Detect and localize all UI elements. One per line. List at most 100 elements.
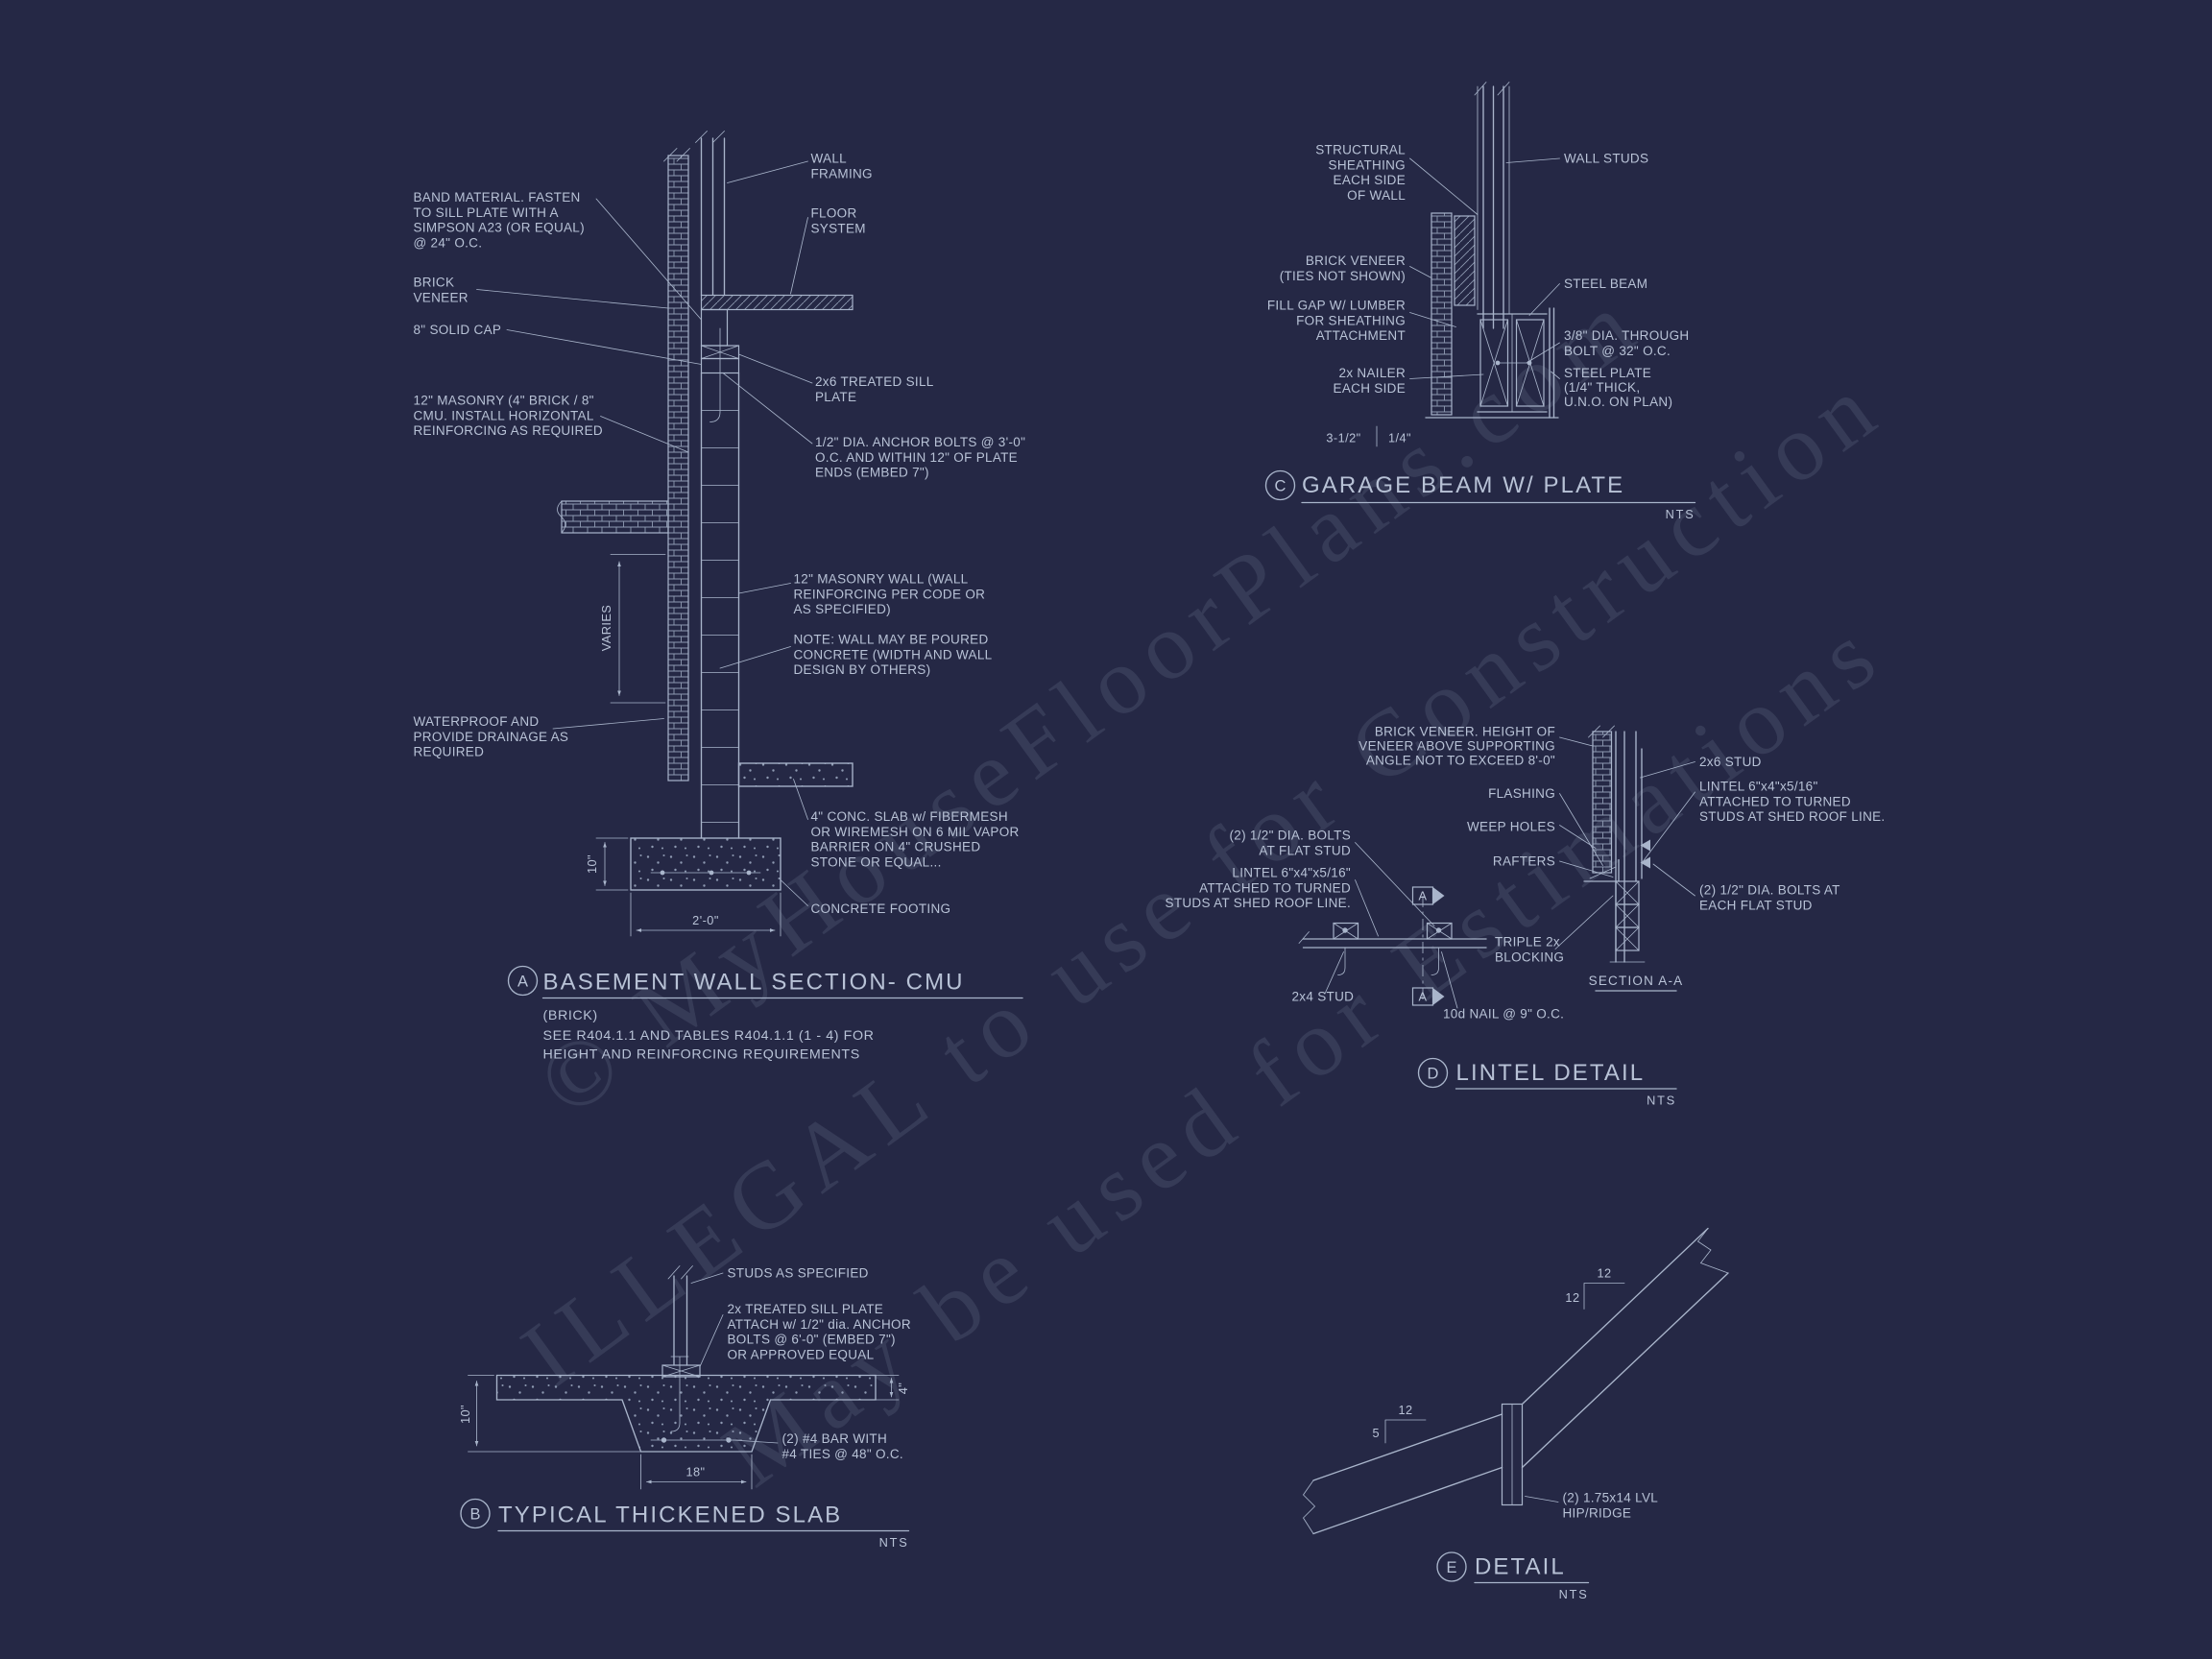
detail-a-title-text: BASEMENT WALL SECTION- CMU [543, 970, 965, 996]
rebar-dot [746, 870, 752, 876]
label-flashing: FLASHING [1488, 786, 1555, 801]
slope-left-run: 12 [1398, 1403, 1412, 1417]
roof-break [1298, 931, 1310, 944]
slab-outline [495, 1374, 877, 1453]
sheathing-lines [1477, 85, 1510, 315]
dim-ten: 10" [585, 854, 599, 874]
detail-e-leaders [1525, 1496, 1559, 1503]
steep-beam [1521, 1227, 1729, 1469]
detail-b-leaders [690, 1272, 779, 1444]
detail-e-linework [1302, 1227, 1729, 1535]
section-marker-a-top: A [1419, 889, 1428, 903]
detail-d-bubble-letter: D [1428, 1066, 1439, 1083]
dim-quarter: 1/4" [1388, 431, 1411, 445]
label-wall-studs: WALL STUDS [1564, 152, 1648, 166]
blocking-1-x [1615, 880, 1640, 905]
rebar-dot [709, 870, 714, 876]
detail-e-bubble [1436, 1551, 1467, 1582]
dim-four: 4" [896, 1382, 910, 1395]
detail-c-title-text: GARAGE BEAM W/ PLATE [1302, 472, 1624, 498]
detail-e-title-text: DETAIL [1475, 1554, 1566, 1580]
brick-veneer-column [1592, 731, 1613, 874]
grade-edge [557, 500, 566, 534]
anchor-bolt [709, 327, 730, 422]
wall-framing-break [695, 131, 725, 143]
veneer-break [663, 148, 690, 162]
detail-c-title: C GARAGE BEAM W/ PLATE NTS [1264, 469, 1696, 521]
blocking-3-x [1615, 926, 1640, 951]
low-slope-beam [1312, 1413, 1503, 1535]
wall-studs-lines [1482, 85, 1504, 329]
rebar-dot [726, 1437, 732, 1443]
detail-b-bubble-letter: B [469, 1506, 480, 1524]
stud-lines [673, 1275, 688, 1366]
detail-a-dimensions: VARIES 10" 2'-0" [585, 554, 781, 937]
detail-b-bubble [460, 1498, 491, 1529]
cmu-courses [701, 410, 739, 823]
section-marker-a-bottom: A [1419, 990, 1428, 1004]
detail-a-sub2: SEE R404.1.1 AND TABLES R404.1.1 (1 - 4)… [543, 1028, 875, 1044]
detail-b-nts: NTS [879, 1535, 909, 1550]
ten-ext-lines [468, 1375, 641, 1453]
detail-c-bubble [1264, 469, 1296, 501]
rebar-dot [661, 1437, 667, 1443]
detail-d-title-text: LINTEL DETAIL [1456, 1060, 1646, 1086]
eighteen-ext-lines [640, 1454, 753, 1490]
cmu-wall-lines [700, 372, 740, 839]
label-2x4-stud: 2x4 STUD [1292, 990, 1355, 1004]
dim-width: 2'-0" [692, 913, 719, 927]
label-steel-plate: STEEL PLATE(1/4" THICK,U.N.O. ON PLAN) [1564, 366, 1672, 409]
ten-ext-lines [595, 837, 629, 891]
bolt [1435, 927, 1442, 933]
brick-veneer-column [667, 155, 689, 781]
detail-c-bubble-letter: C [1275, 478, 1286, 495]
detail-d-title: D LINTEL DETAIL NTS [1417, 1057, 1677, 1108]
slope-symbol-left [1384, 1419, 1427, 1444]
detail-b-title-text: TYPICAL THICKENED SLAB [498, 1503, 842, 1528]
nailer-left-x [1479, 319, 1508, 407]
veneer-break [1588, 725, 1615, 738]
detail-d-bubble [1417, 1057, 1449, 1089]
detail-d-linework [1298, 725, 1677, 1006]
detail-a-title: A BASEMENT WALL SECTION- CMU (BRICK) SEE… [507, 965, 1023, 1063]
wall-framing-lines [700, 137, 726, 297]
gap-lumber [1454, 215, 1476, 306]
detail-e-nts: NTS [1559, 1587, 1589, 1601]
label-solid-cap: 8" SOLID CAP [414, 323, 502, 337]
label-2x6-stud: 2x6 STUD [1699, 755, 1762, 769]
detail-c-linework [1376, 82, 1559, 447]
label-section-aa: SECTION A-A [1589, 974, 1684, 988]
detail-a-bubble-letter: A [517, 974, 528, 991]
label-bars: (2) #4 BAR WITH#4 TIES @ 48" O.C. [782, 1431, 903, 1461]
label-weep-holes: WEEP HOLES [1467, 820, 1555, 834]
detail-a-sub1: (BRICK) [543, 1008, 598, 1023]
brick-veneer-column [1431, 212, 1453, 416]
dim-varies: VARIES [599, 605, 613, 652]
blocking-2-x [1615, 903, 1640, 928]
slope-top-rise: 12 [1565, 1290, 1579, 1305]
floor-system-band [700, 294, 854, 311]
concrete-footing [630, 837, 781, 891]
blocking-3 [1615, 926, 1640, 951]
section-flag-bottom [1432, 988, 1445, 1005]
detail-a-sub3: HEIGHT AND REINFORCING REQUIREMENTS [543, 1047, 860, 1063]
dim-ten: 10" [458, 1405, 472, 1424]
